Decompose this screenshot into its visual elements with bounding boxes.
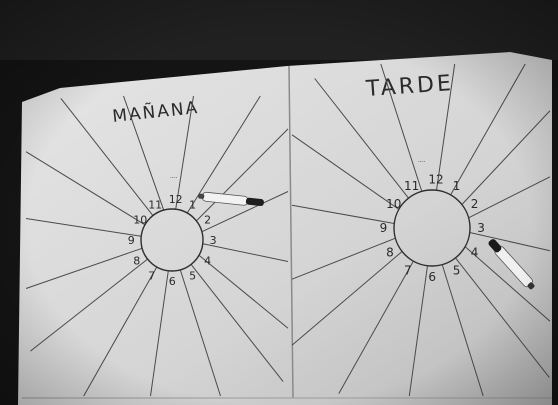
clock-number: 3	[210, 234, 217, 247]
small-label: ....	[418, 157, 426, 164]
clock-number: 12	[169, 193, 183, 206]
clock-number: 2	[471, 197, 479, 211]
clock-number: 4	[204, 254, 211, 267]
paper-sheet	[18, 52, 552, 405]
clock-number: 6	[428, 270, 436, 284]
clock-number: 4	[471, 246, 479, 260]
clock-number: 7	[148, 269, 155, 282]
clock-number: 2	[204, 213, 211, 226]
clock-number: 1	[453, 179, 461, 193]
clock-number: 5	[189, 269, 196, 282]
clock-number: 5	[453, 264, 461, 278]
clock-number: 9	[128, 234, 135, 247]
clock-number: 11	[148, 198, 162, 211]
clock-number: 12	[428, 172, 443, 186]
clock-number: 9	[380, 221, 388, 235]
clock-number: 3	[477, 221, 485, 235]
clock-number: 6	[169, 275, 176, 288]
clock-number: 8	[386, 246, 394, 260]
clock-number: 7	[404, 264, 412, 278]
small-label: ....	[170, 173, 178, 180]
clock-number: 11	[404, 179, 419, 193]
clock-number: 10	[133, 213, 147, 226]
clock-number: 8	[133, 254, 140, 267]
clock-number: 10	[386, 197, 401, 211]
clock-number: 1	[189, 198, 196, 211]
